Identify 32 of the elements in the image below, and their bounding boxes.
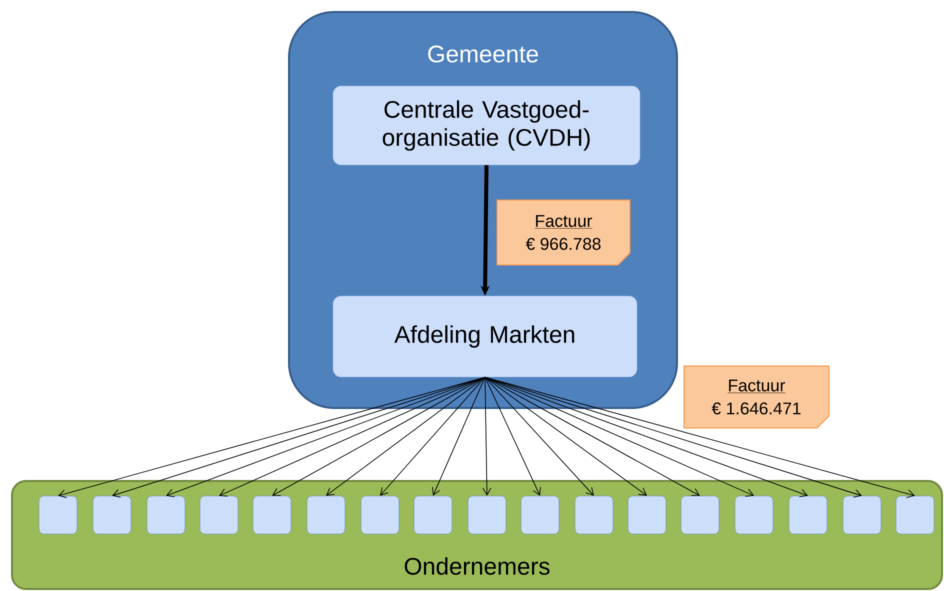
- arrow: [484, 376, 700, 496]
- entrepreneur-box: [574, 496, 614, 534]
- entrepreneur-box: [414, 496, 452, 534]
- department-box: Centrale Vastgoed-organisatie (CVDH): [332, 86, 640, 166]
- arrow: [484, 376, 594, 496]
- arrow: [380, 376, 486, 496]
- arrow: [484, 376, 648, 496]
- entrepreneur-box: [468, 496, 506, 534]
- department-box: Afdeling Markten: [332, 296, 638, 378]
- entrepreneur-box: [734, 496, 774, 534]
- arrow: [219, 376, 486, 497]
- entrepreneur-box: [38, 496, 78, 534]
- arrow: [482, 376, 492, 496]
- invoice-note: Factuur € 966.788: [496, 200, 630, 266]
- arrow: [484, 376, 541, 496]
- entrepreneur-box: [842, 496, 882, 534]
- entrepreneur-box: [252, 496, 292, 534]
- entrepreneur-box: [896, 496, 934, 534]
- entrepreneur-box: [92, 496, 132, 534]
- entrepreneur-box: [680, 496, 720, 534]
- arrow: [326, 376, 486, 496]
- arrow: [484, 376, 754, 497]
- entrepreneur-box: [628, 496, 666, 534]
- entrepreneur-box: [788, 496, 828, 534]
- entrepreneur-box: [520, 496, 560, 534]
- entrepreneur-box: [360, 496, 400, 534]
- arrow: [272, 376, 486, 496]
- entrepreneur-box: [306, 496, 346, 534]
- arrow: [432, 376, 486, 496]
- entrepreneur-box: [200, 496, 238, 534]
- entrepreneur-box: [146, 496, 186, 534]
- invoice-note: Factuur € 1.646.471: [684, 366, 830, 428]
